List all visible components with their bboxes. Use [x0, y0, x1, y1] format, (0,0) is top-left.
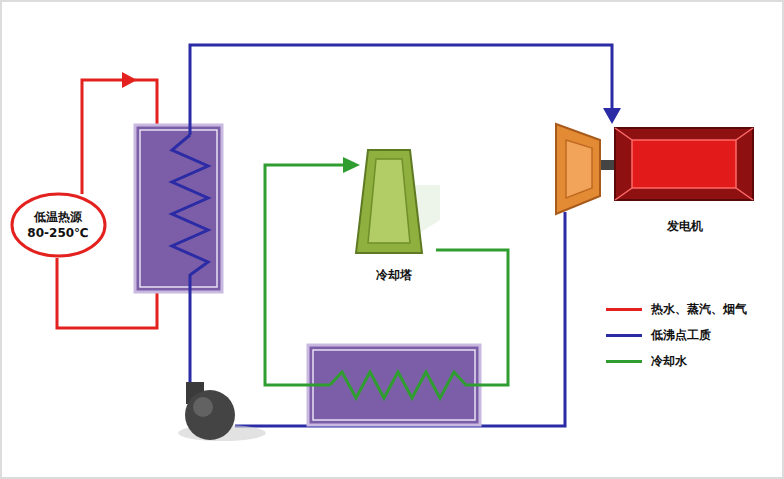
node-label: 低温热源 [34, 209, 82, 225]
legend-swatch [606, 308, 642, 311]
condenser-inner [313, 350, 475, 420]
legend-row: 低沸点工质 [606, 322, 747, 348]
cooling-tower: 冷却塔 [348, 145, 440, 283]
node-label: 发电机 [667, 218, 703, 234]
edge-line [736, 128, 753, 140]
tower-face [368, 159, 410, 243]
arrow-head [122, 72, 137, 88]
condenser [308, 345, 480, 425]
generator-shape [612, 124, 758, 234]
pump-highlight [193, 397, 213, 417]
legend-row: 冷却水 [606, 348, 747, 374]
turbine [556, 124, 600, 214]
edge-line [615, 188, 632, 200]
pump [185, 390, 235, 440]
node-sublabel: 80-250℃ [27, 225, 88, 241]
legend-row: 热水、蒸汽、烟气 [606, 296, 747, 322]
legend-label: 低沸点工质 [651, 327, 711, 344]
arrow-head [343, 157, 360, 173]
legend-label: 热水、蒸汽、烟气 [651, 301, 747, 318]
turbine-face [566, 140, 592, 198]
heat-source-shape [10, 192, 107, 258]
tower-body [356, 150, 422, 253]
generator-core [632, 140, 736, 188]
edge-line [736, 188, 753, 200]
ellipse-outline [12, 194, 105, 256]
legend: 热水、蒸汽、烟气低沸点工质冷却水 [606, 296, 747, 374]
arrow-head [603, 108, 621, 124]
evaporator [135, 125, 222, 292]
legend-swatch [606, 334, 642, 337]
cooling-tower-shape [348, 145, 440, 283]
fluid-loop [172, 45, 612, 426]
generator-body [615, 128, 753, 200]
heat-source: 低温热源80-250℃ [10, 192, 107, 258]
generator: 发电机 [612, 124, 758, 234]
legend-swatch [606, 360, 642, 363]
node-label: 冷却塔 [376, 267, 412, 283]
legend-label: 冷却水 [651, 353, 687, 370]
edge-line [615, 128, 632, 140]
